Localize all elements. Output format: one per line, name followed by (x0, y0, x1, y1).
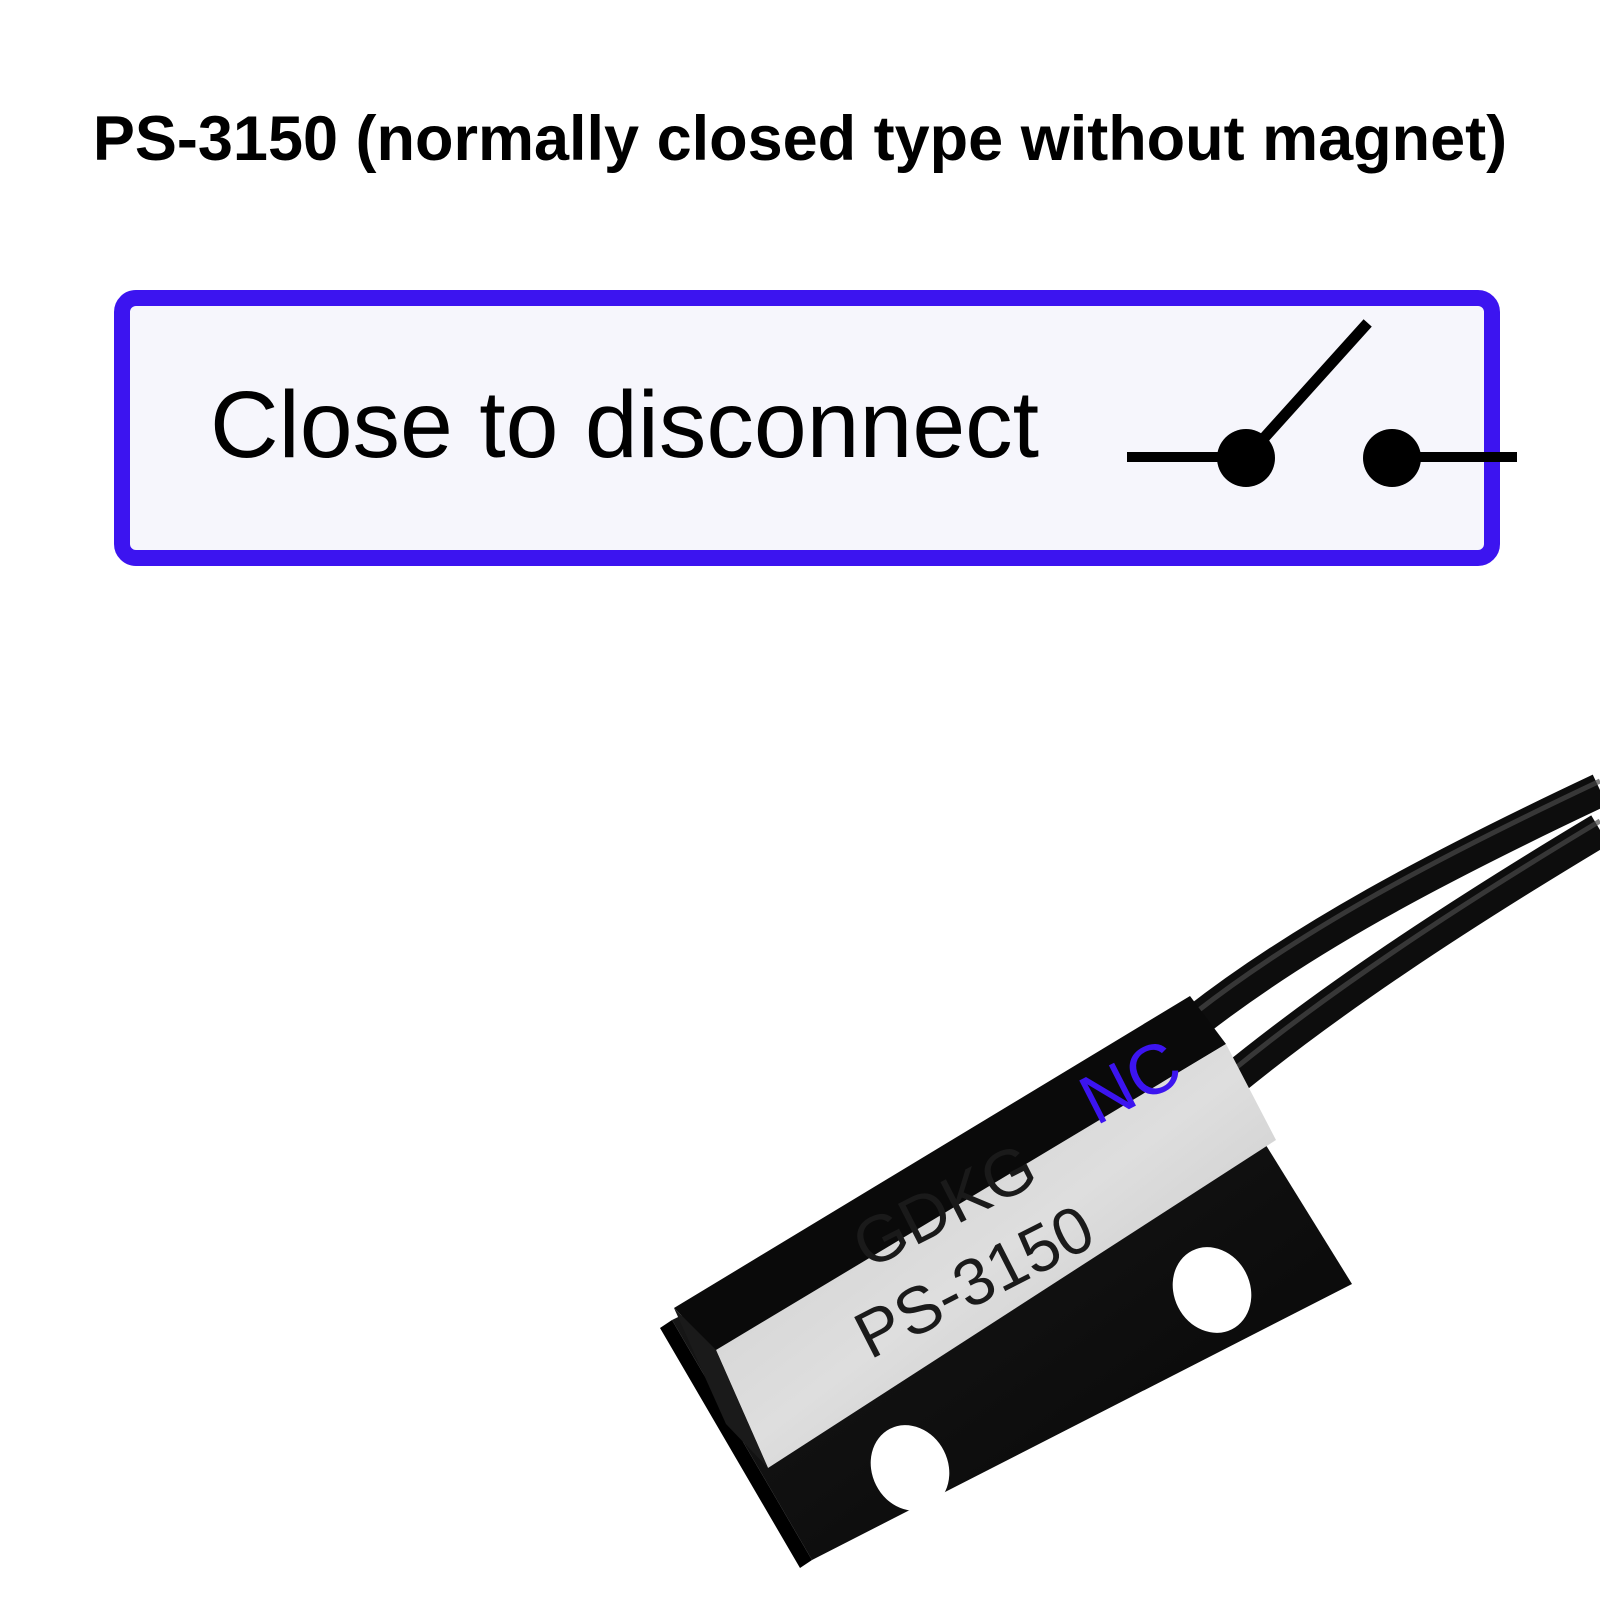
panel-label: Close to disconnect (210, 372, 1040, 478)
mounting-hole (870, 1425, 950, 1511)
page-title: PS-3150 (normally closed type without ma… (92, 104, 1508, 174)
sensor-housing (674, 996, 1276, 1468)
mounting-hole (1172, 1247, 1252, 1333)
sensor-wires (1184, 774, 1600, 1094)
open-switch-icon (1127, 319, 1517, 487)
